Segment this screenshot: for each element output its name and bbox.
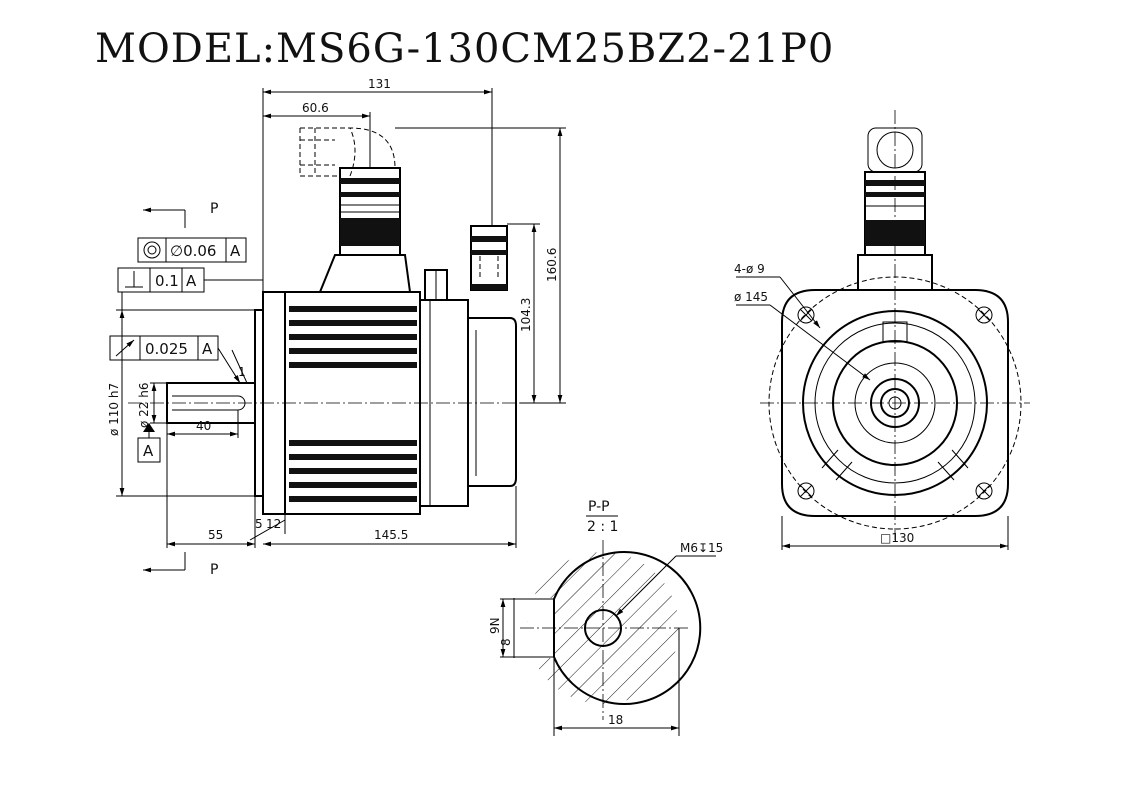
gdt-perpendicularity-datum: A <box>186 272 197 290</box>
fins-top <box>289 306 417 368</box>
side-view: 131 60.6 160.6 104.3 145.5 55 5 <box>107 77 566 578</box>
section-label: P-P <box>588 499 610 515</box>
dim-55: 55 <box>208 528 223 542</box>
dim-145-5: 145.5 <box>374 528 408 542</box>
power-connector <box>299 127 411 293</box>
dim-104-3: 104.3 <box>519 298 533 332</box>
view-mark-bottom: P <box>210 562 218 578</box>
gdt-concentricity: ∅0.06 <box>170 242 216 260</box>
dim-section-8: 8 <box>499 638 513 646</box>
dim-5: 5 <box>255 517 263 531</box>
dim-110-h7: ø 110 h7 <box>107 383 121 436</box>
view-marks: P P <box>143 201 218 578</box>
gdt-runout-datum: A <box>202 340 213 358</box>
dim-pcd-145: ø 145 <box>734 290 768 304</box>
dim-4-bolt-holes: 4-ø 9 <box>734 262 765 276</box>
dim-40: 40 <box>196 419 211 433</box>
dim-22-h6: ø 22 h6 <box>137 383 151 428</box>
datum-a-box: A <box>143 442 154 460</box>
dim-section-9: 9N <box>488 617 502 634</box>
view-mark-top: P <box>210 201 218 217</box>
gdt-concentricity-datum: A <box>230 242 241 260</box>
dim-60-6: 60.6 <box>302 101 329 115</box>
dim-131: 131 <box>368 77 391 91</box>
bolt-holes <box>797 306 993 500</box>
encoder-connector <box>470 225 508 291</box>
dim-12: 12 <box>266 517 281 531</box>
gdt-frames: ∅0.06 A 0.1 A 0.025 A A <box>109 237 263 463</box>
side-dimensions: 131 60.6 160.6 104.3 145.5 55 5 <box>107 77 566 548</box>
dim-tap-m6: M6↧15 <box>680 541 723 555</box>
section-view: P-P 2 : 1 M6↧15 9N 8 18 <box>488 499 723 736</box>
dim-section-18: 18 <box>608 713 623 727</box>
section-scale: 2 : 1 <box>587 519 618 535</box>
model-title: MODEL:MS6G-130CM25BZ2-21P0 <box>95 26 834 72</box>
fins-bottom <box>289 440 417 502</box>
gdt-runout: 0.025 <box>145 340 188 358</box>
front-view: 4-ø 9 ø 145 □130 <box>734 110 1030 550</box>
dim-flange-130: □130 <box>880 531 914 545</box>
gdt-perpendicularity: 0.1 <box>155 272 179 290</box>
dim-160-6: 160.6 <box>545 248 559 282</box>
